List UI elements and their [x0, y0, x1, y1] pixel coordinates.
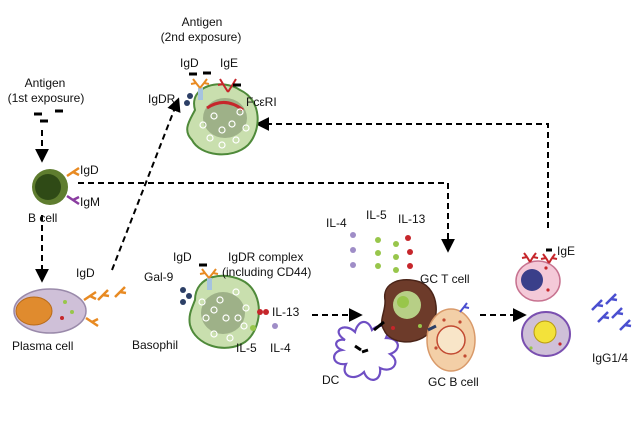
- igdr-receptor-icon: [198, 88, 203, 100]
- antigen-second-sub: (2nd exposure): [160, 30, 242, 44]
- il5-top-label: IL-5: [366, 208, 387, 222]
- basophil: [180, 263, 260, 349]
- igd-receptor-icon: [66, 166, 80, 178]
- il13-basophil-label: IL-13: [272, 305, 300, 319]
- igm-receptor-icon: [66, 194, 80, 206]
- arrows: [35, 97, 549, 322]
- gc-t-cell: [373, 279, 437, 343]
- igdr-top-label: IgDR: [148, 92, 176, 106]
- plasma-cell-label: Plasma cell: [12, 339, 74, 353]
- antigen-icon: [189, 71, 211, 76]
- igg14-label: IgG1/4: [592, 351, 629, 365]
- igd-top-label: IgD: [180, 56, 199, 70]
- igdr-complex-label: IgDR complex: [228, 250, 304, 264]
- antibody-icon: [83, 290, 97, 302]
- igd-receptor-icon: [199, 268, 219, 279]
- igd-left-label: IgD: [76, 266, 95, 280]
- igm-bcell-label: IgM: [80, 195, 101, 209]
- igdr-complex-sub-label: (including CD44): [222, 265, 312, 279]
- igd-receptor-icon: [190, 78, 210, 89]
- cytokine-grid: [350, 232, 413, 273]
- fceri-label: FcεRI: [246, 95, 277, 109]
- igdr-receptor-icon: [207, 278, 212, 290]
- igg-antibodies-icon: [591, 293, 632, 331]
- ige-receptor-icon: [540, 253, 558, 264]
- igd-bcell-label: IgD: [80, 163, 99, 177]
- antigen-icon: [34, 109, 63, 123]
- b-cell-label: B cell: [28, 211, 58, 225]
- ige-top-label: IgE: [220, 56, 239, 70]
- il4-basophil-label: IL-4: [270, 341, 291, 355]
- arrow-to-top-basophil: [111, 97, 181, 271]
- dc-label: DC: [322, 373, 340, 387]
- antigen-first-sub: (1st exposure): [7, 91, 85, 105]
- gc-b-cell: [426, 302, 476, 372]
- arrow-bcell-to-gct: [78, 182, 455, 253]
- gc-b-cell-label: GC B cell: [428, 375, 479, 389]
- il13-top-label: IL-13: [398, 212, 426, 226]
- gal9-icon: [180, 287, 192, 305]
- free-igd-icon: [97, 286, 127, 301]
- ige-right-label: IgE: [557, 244, 576, 258]
- igd-basophil-label: IgD: [173, 250, 192, 264]
- il4-top-label: IL-4: [326, 216, 347, 230]
- plasma-cell: [13, 288, 99, 334]
- ige-plasma-cell: [515, 248, 561, 302]
- basophil-activated: [184, 71, 259, 156]
- gc-t-cell-label: GC T cell: [420, 272, 470, 286]
- antigen-second-title: Antigen: [181, 15, 223, 29]
- b-cell: [32, 166, 80, 206]
- ige-receptor-icon: [217, 78, 239, 93]
- ige-receptor-icon: [521, 252, 539, 263]
- arrow-ige-to-top-basophil: [255, 117, 549, 228]
- dendritic-cell: [333, 320, 399, 381]
- cytokine-dots-basophil: [250, 309, 278, 331]
- igg-plasma-cell: [521, 311, 571, 357]
- il5-basophil-label: IL-5: [236, 341, 257, 355]
- antibody-icon: [85, 316, 99, 328]
- gal9-label: Gal-9: [144, 270, 174, 284]
- antigen-first-title: Antigen: [24, 76, 66, 90]
- basophil-label: Basophil: [132, 338, 179, 352]
